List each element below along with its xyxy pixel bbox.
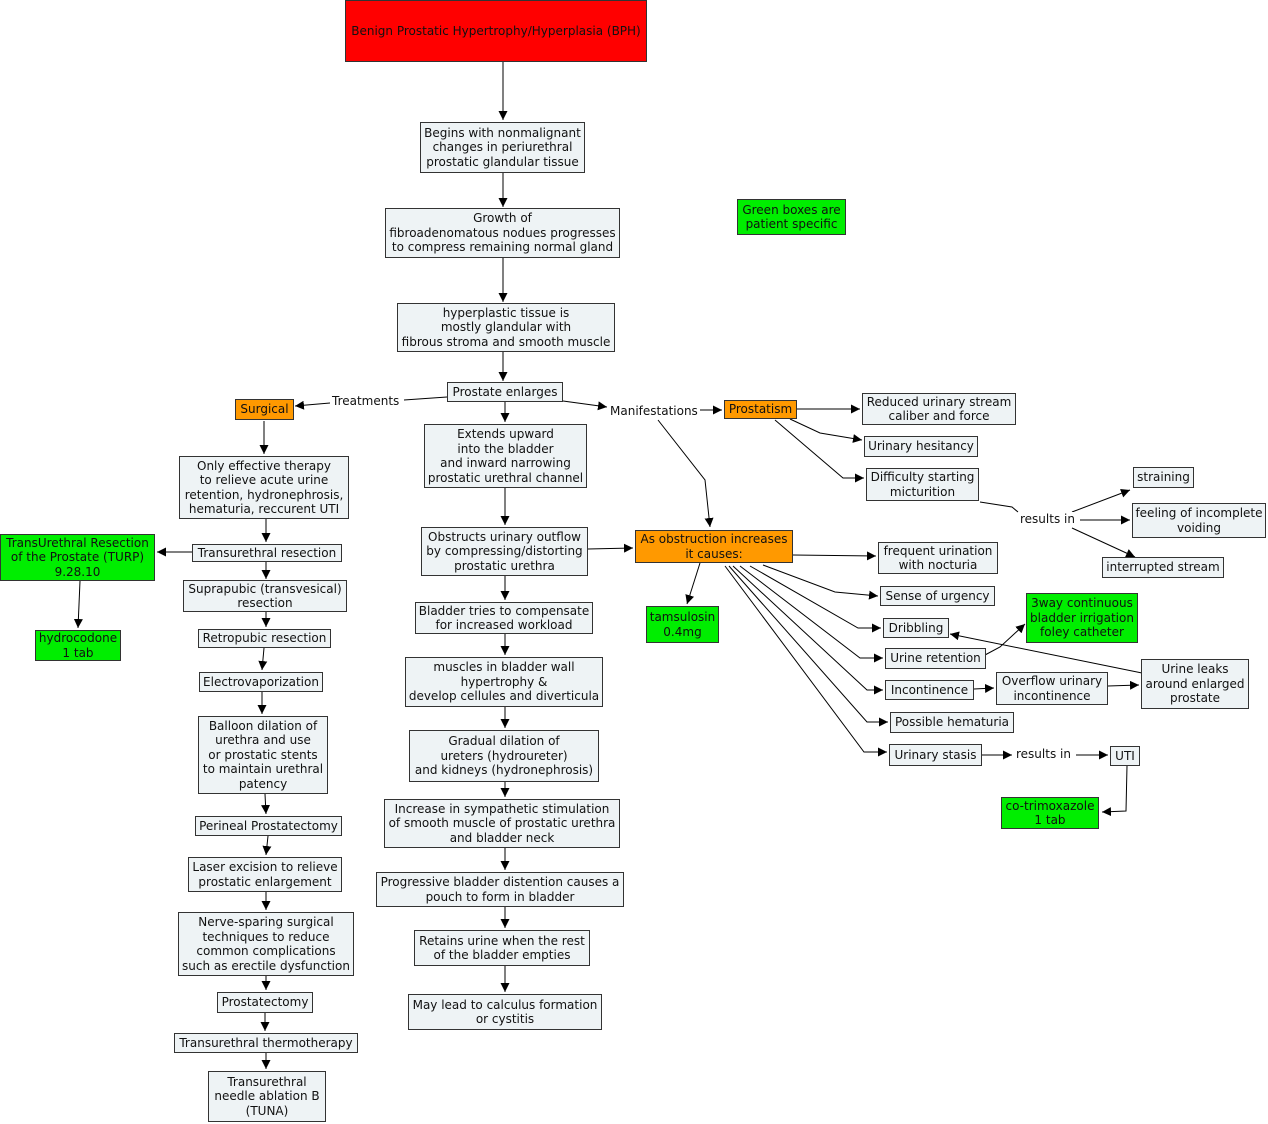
manifestations-label: Manifestations <box>608 404 700 418</box>
tamsulosin-node[interactable]: tamsulosin 0.4mg <box>646 606 719 643</box>
results-in-label-2: results in <box>1014 747 1073 761</box>
retropubic-node[interactable]: Retropubic resection <box>198 629 331 648</box>
interrupted-stream-node[interactable]: interrupted stream <box>1102 557 1224 578</box>
green-boxes-note: Green boxes are patient specific <box>737 199 846 235</box>
prostate-enlarges-node[interactable]: Prostate enlarges <box>447 382 563 402</box>
laser-node[interactable]: Laser excision to relieve prostatic enla… <box>188 857 342 892</box>
reduced-stream-node[interactable]: Reduced urinary stream caliber and force <box>862 393 1016 425</box>
increase-node[interactable]: Increase in sympathetic stimulation of s… <box>384 799 620 848</box>
results-in-label-1: results in <box>1018 512 1077 526</box>
gradual-node[interactable]: Gradual dilation of ureters (hydroureter… <box>409 730 599 782</box>
prostatectomy-node[interactable]: Prostatectomy <box>217 992 313 1013</box>
hydrocodone-node[interactable]: hydrocodone 1 tab <box>35 630 121 661</box>
cotrimoxazole-node[interactable]: co-trimoxazole 1 tab <box>1001 797 1099 829</box>
as-obstruction-node[interactable]: As obstruction increases it causes: <box>635 530 793 563</box>
irrigation-node[interactable]: 3way continuous bladder irrigation foley… <box>1026 593 1138 643</box>
electrovaporization-node[interactable]: Electrovaporization <box>199 672 323 692</box>
growth-node[interactable]: Growth of fibroadenomatous nodues progre… <box>385 208 620 258</box>
surgical-node[interactable]: Surgical <box>235 399 294 420</box>
hesitancy-node[interactable]: Urinary hesitancy <box>864 436 978 457</box>
only-effective-node[interactable]: Only effective therapy to relieve acute … <box>179 456 349 519</box>
balloon-node[interactable]: Balloon dilation of urethra and use or p… <box>198 716 328 794</box>
straining-node[interactable]: straining <box>1133 467 1194 488</box>
urine-leaks-node[interactable]: Urine leaks around enlarged prostate <box>1141 659 1249 709</box>
hyperplastic-node[interactable]: hyperplastic tissue is mostly glandular … <box>397 303 615 352</box>
urine-retention-node[interactable]: Urine retention <box>885 648 986 669</box>
calculus-node[interactable]: May lead to calculus formation or cystit… <box>408 994 602 1030</box>
hematuria-node[interactable]: Possible hematuria <box>890 712 1014 733</box>
prostatism-node[interactable]: Prostatism <box>724 400 797 419</box>
begins-node[interactable]: Begins with nonmalignant changes in peri… <box>420 122 585 173</box>
turp-node[interactable]: TransUrethral Resection of the Prostate … <box>0 534 155 581</box>
tuna-node[interactable]: Transurethral needle ablation B (TUNA) <box>208 1071 326 1122</box>
perineal-node[interactable]: Perineal Prostatectomy <box>195 816 342 836</box>
dribbling-node[interactable]: Dribbling <box>883 618 949 638</box>
transurethral-resection-node[interactable]: Transurethral resection <box>192 544 342 562</box>
urgency-node[interactable]: Sense of urgency <box>880 586 995 606</box>
frequent-urination-node[interactable]: frequent urination with nocturia <box>878 542 998 574</box>
suprapubic-node[interactable]: Suprapubic (transvesical) resection <box>183 580 347 612</box>
bladder-tries-node[interactable]: Bladder tries to compensate for increase… <box>415 602 593 634</box>
uti-node[interactable]: UTI <box>1110 746 1140 766</box>
difficulty-starting-node[interactable]: Difficulty starting micturition <box>866 468 979 501</box>
obstructs-node[interactable]: Obstructs urinary outflow by compressing… <box>421 527 588 576</box>
bph-title[interactable]: Benign Prostatic Hypertrophy/Hyperplasia… <box>345 0 647 62</box>
treatments-label: Treatments <box>330 394 402 408</box>
nerve-sparing-node[interactable]: Nerve-sparing surgical techniques to red… <box>178 912 354 976</box>
extends-node[interactable]: Extends upward into the bladder and inwa… <box>424 424 587 488</box>
progressive-node[interactable]: Progressive bladder distention causes a … <box>376 872 624 907</box>
incomplete-voiding-node[interactable]: feeling of incomplete voiding <box>1132 503 1266 538</box>
retains-node[interactable]: Retains urine when the rest of the bladd… <box>414 930 590 966</box>
urinary-stasis-node[interactable]: Urinary stasis <box>889 744 982 766</box>
overflow-incontinence-node[interactable]: Overflow urinary incontinence <box>996 672 1108 705</box>
muscles-node[interactable]: muscles in bladder wall hypertrophy & de… <box>405 657 603 707</box>
thermotherapy-node[interactable]: Transurethral thermotherapy <box>174 1033 358 1053</box>
incontinence-node[interactable]: Incontinence <box>885 680 974 700</box>
